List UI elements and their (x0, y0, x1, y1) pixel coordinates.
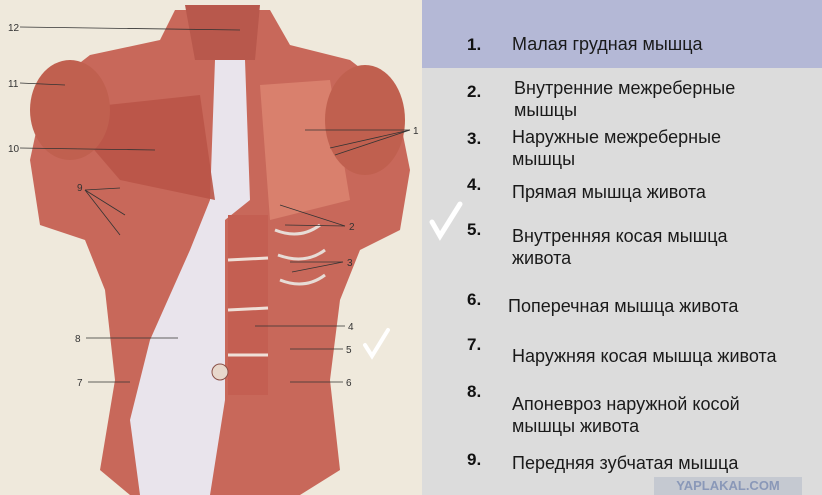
legend-text: Апоневроз наружной косой мышцы живота (512, 394, 740, 436)
legend-text: Поперечная мышца живота (508, 296, 739, 316)
legend-number: 7. (467, 335, 482, 354)
figure-label-11: 11 (8, 79, 19, 90)
legend-text: Передняя зубчатая мышца (512, 453, 739, 473)
legend-text: Прямая мышца живота (512, 182, 706, 202)
legend-number: 3. (467, 129, 482, 148)
legend-text: Внутренняя косая мышца живота (512, 226, 728, 268)
legend-number: 5. (467, 220, 482, 239)
legend-panel: 1. Малая грудная мышца 2. Внутренние меж… (422, 0, 822, 495)
figure-label-10: 10 (8, 144, 20, 155)
figure-label-3: 3 (347, 258, 353, 269)
check-mark-icon (363, 328, 390, 360)
legend-text: Наружняя косая мышца живота (512, 346, 777, 366)
legend-number: 4. (467, 175, 482, 194)
check-mark-icon (429, 201, 463, 241)
figure-label-12: 12 (8, 23, 20, 34)
legend-number: 1. (467, 35, 482, 54)
figure-label-2: 2 (349, 222, 355, 233)
legend-number: 8. (467, 382, 482, 401)
figure-label-6: 6 (346, 378, 352, 389)
legend-text: Малая грудная мышца (512, 34, 703, 54)
figure-label-8: 8 (75, 334, 81, 345)
sternum-aponeurosis (130, 60, 250, 495)
figure-label-4: 4 (348, 322, 354, 333)
figure-label-1: 1 (413, 126, 419, 137)
legend-text: Наружные межреберные мышцы (512, 127, 722, 169)
legend-number: 2. (467, 82, 482, 101)
legend-number: 9. (467, 450, 482, 469)
legend-number: 6. (467, 290, 482, 309)
watermark: YAPLAKAL.COM (654, 477, 802, 495)
legend-text: Внутренние межреберные мышцы (514, 78, 736, 120)
torso-muscle-illustration: 12 11 10 9 8 7 1 2 3 4 5 6 (8, 5, 419, 495)
figure-label-9: 9 (77, 183, 83, 194)
highlight-band (422, 0, 822, 68)
figure-label-5: 5 (346, 345, 352, 356)
figure-label-7: 7 (77, 378, 83, 389)
